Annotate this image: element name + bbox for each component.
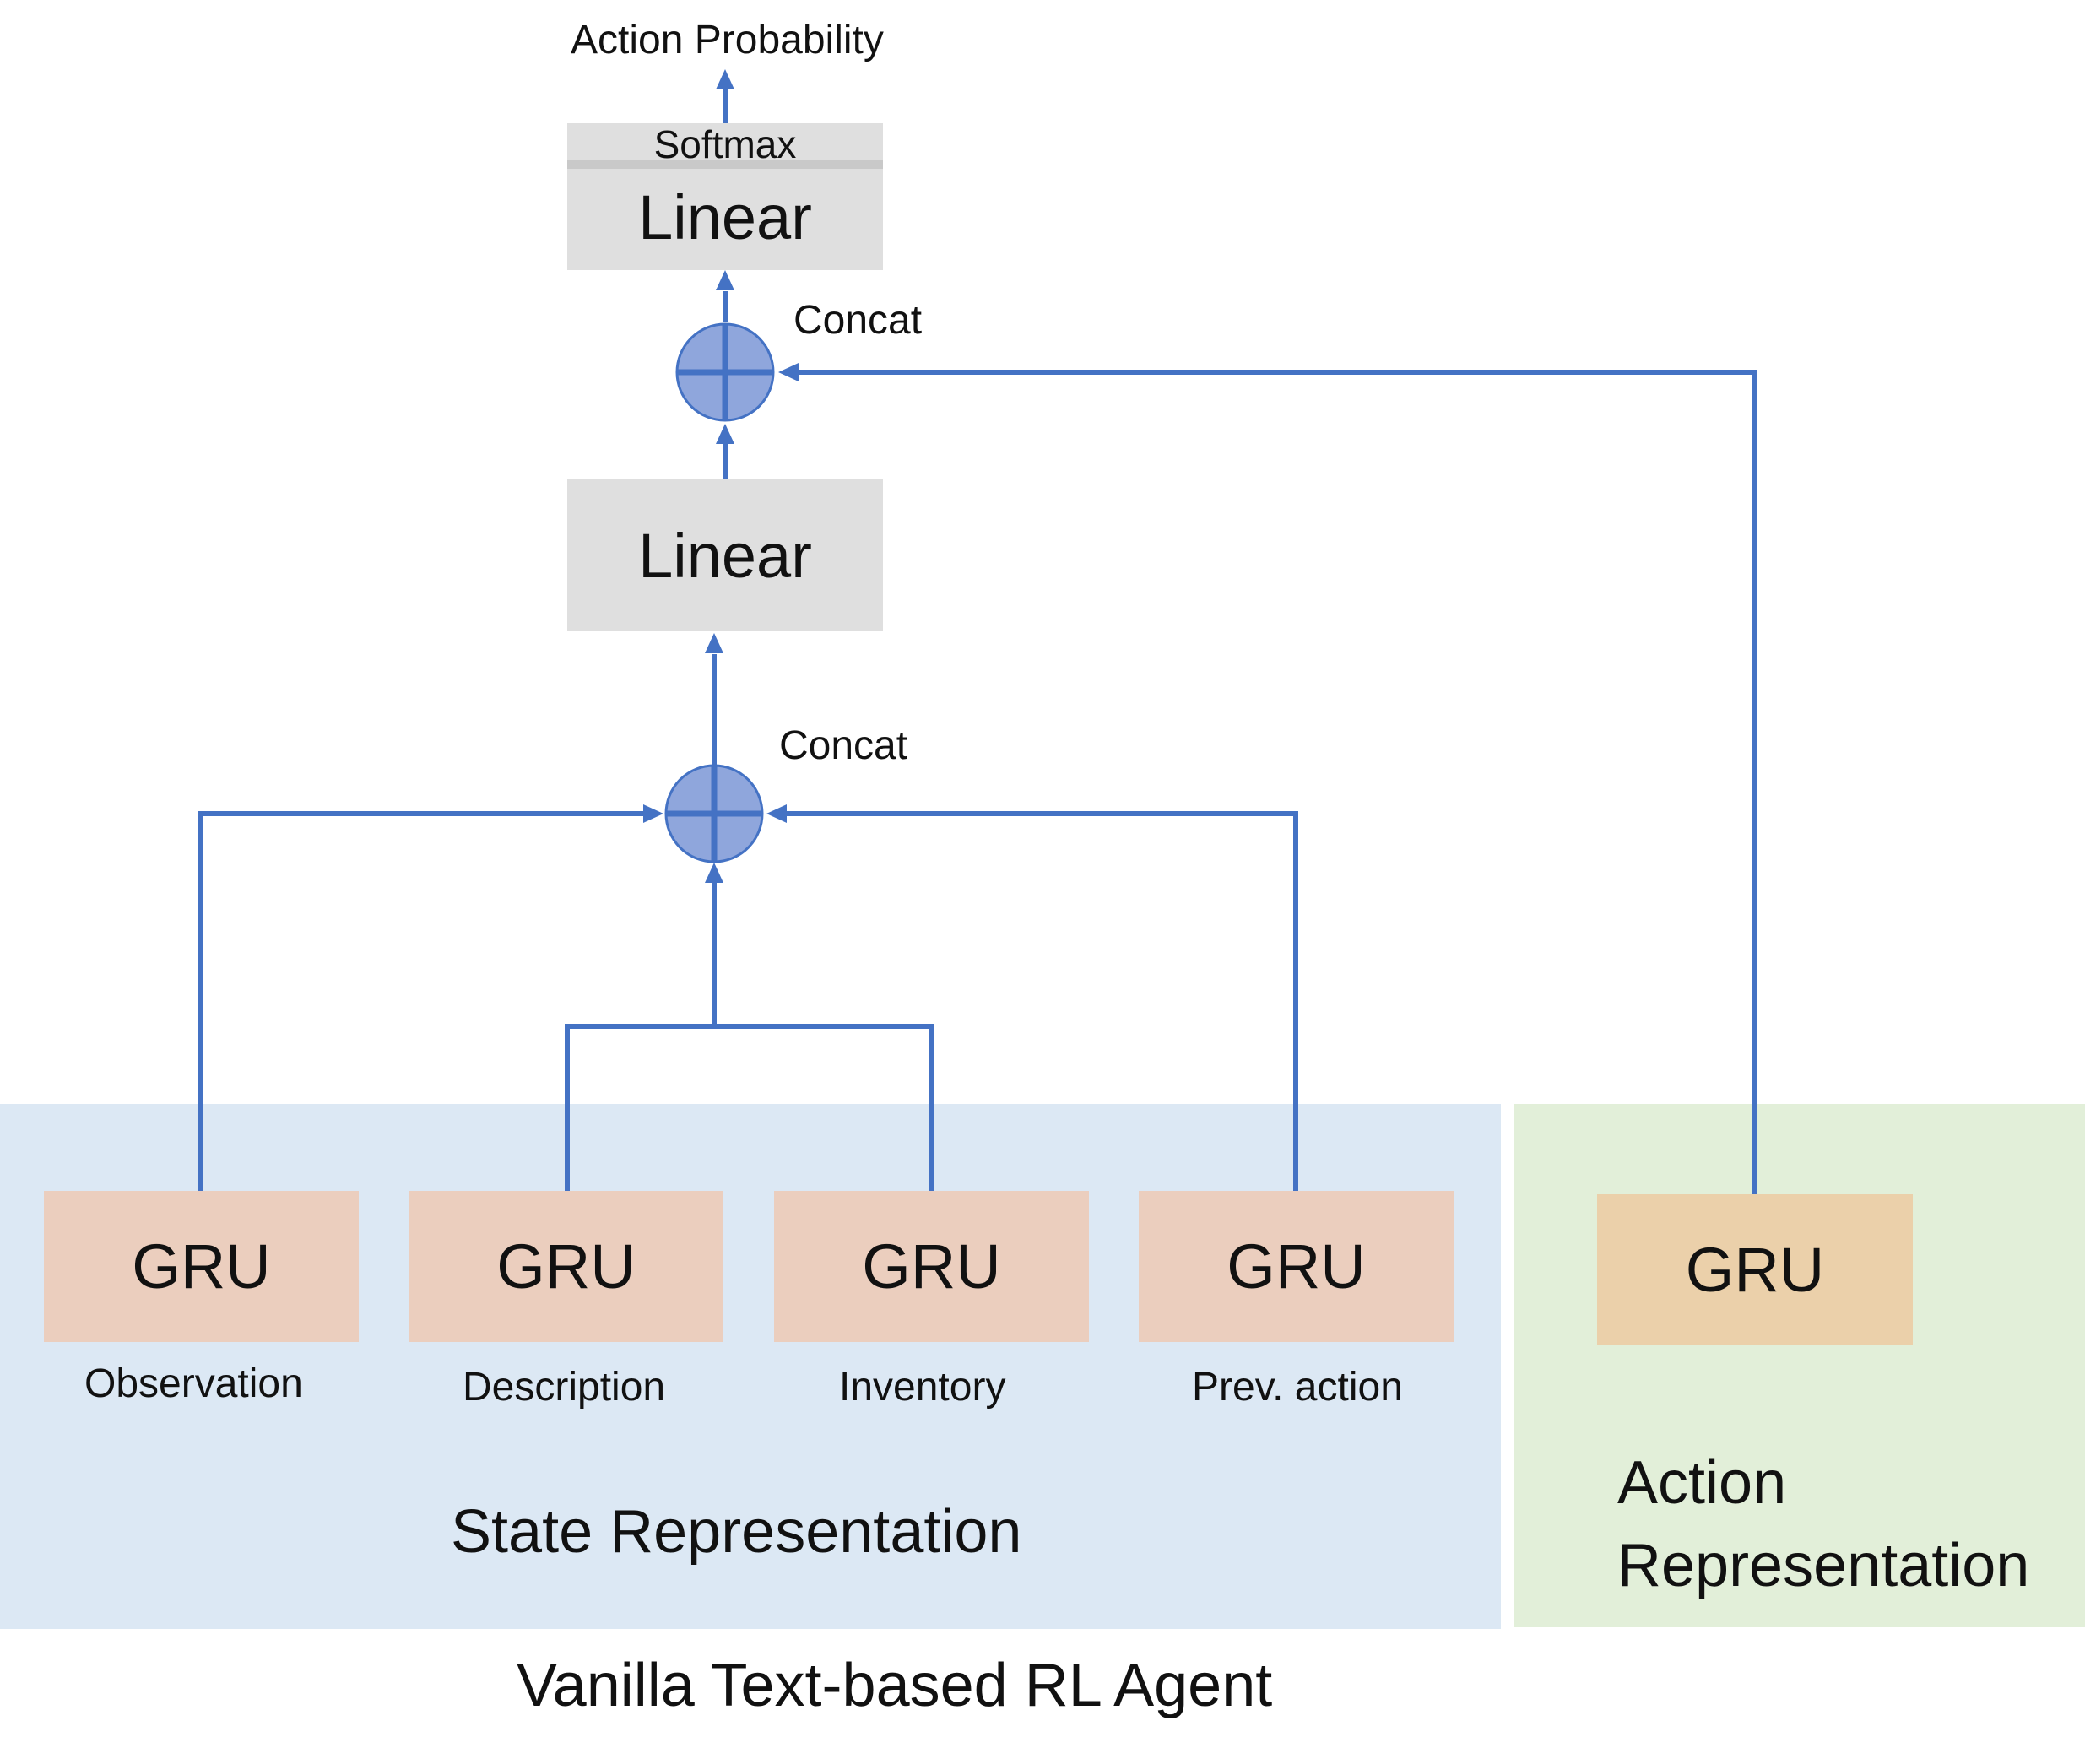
input-observation-label: Observation [84, 1361, 303, 1406]
concat-bottom-label: Concat [779, 723, 908, 768]
wire-prev-action [780, 811, 1298, 1191]
arrowhead-action [778, 363, 799, 381]
wire-inventory [714, 1024, 934, 1191]
action-representation-label-line2: Representation [1617, 1532, 2030, 1599]
gru-description: GRU [409, 1191, 723, 1342]
gru-observation-label: GRU [132, 1231, 271, 1301]
arrowhead-softmax-linear [716, 270, 734, 290]
concat-top-label: Concat [793, 298, 923, 343]
output-label: Action Probability [571, 18, 884, 62]
arrowhead-merge [705, 863, 723, 883]
gru-inventory: GRU [774, 1191, 1089, 1342]
arrowhead-top-concat [716, 424, 734, 444]
gru-action-label: GRU [1685, 1234, 1825, 1305]
gru-description-label: GRU [496, 1231, 636, 1301]
softmax-linear-block: Softmax Linear [567, 123, 883, 270]
softmax-divider [567, 160, 883, 169]
concat-bottom-node [664, 764, 764, 863]
mid-linear-label: Linear [638, 520, 812, 591]
state-representation-label: State Representation [451, 1498, 1022, 1566]
gru-prev-action-label: GRU [1227, 1231, 1366, 1301]
input-prev-action-label: Prev. action [1192, 1365, 1403, 1410]
softmax-label: Softmax [653, 122, 797, 166]
arrowhead-observation [643, 804, 663, 823]
concat-top-node [675, 322, 775, 422]
arrowhead-prev-action [766, 804, 787, 823]
wire-observation [198, 811, 650, 1191]
wire-action [793, 370, 1757, 1194]
diagram-title: Vanilla Text-based RL Agent [517, 1652, 1273, 1719]
wire-description [565, 1024, 714, 1191]
arrowhead-mid-linear [705, 633, 723, 653]
gru-observation: GRU [44, 1191, 359, 1342]
gru-inventory-label: GRU [862, 1231, 1001, 1301]
gru-action-representation: GRU [1597, 1194, 1913, 1345]
arrowhead-output [716, 69, 734, 89]
action-representation-label-line1: Action [1617, 1449, 1787, 1517]
mid-linear-block: Linear [567, 479, 883, 631]
input-description-label: Description [463, 1365, 666, 1410]
input-inventory-label: Inventory [839, 1365, 1006, 1410]
top-linear-label: Linear [638, 182, 812, 252]
gru-prev-action: GRU [1139, 1191, 1454, 1342]
action-representation-panel [1514, 1104, 2085, 1627]
